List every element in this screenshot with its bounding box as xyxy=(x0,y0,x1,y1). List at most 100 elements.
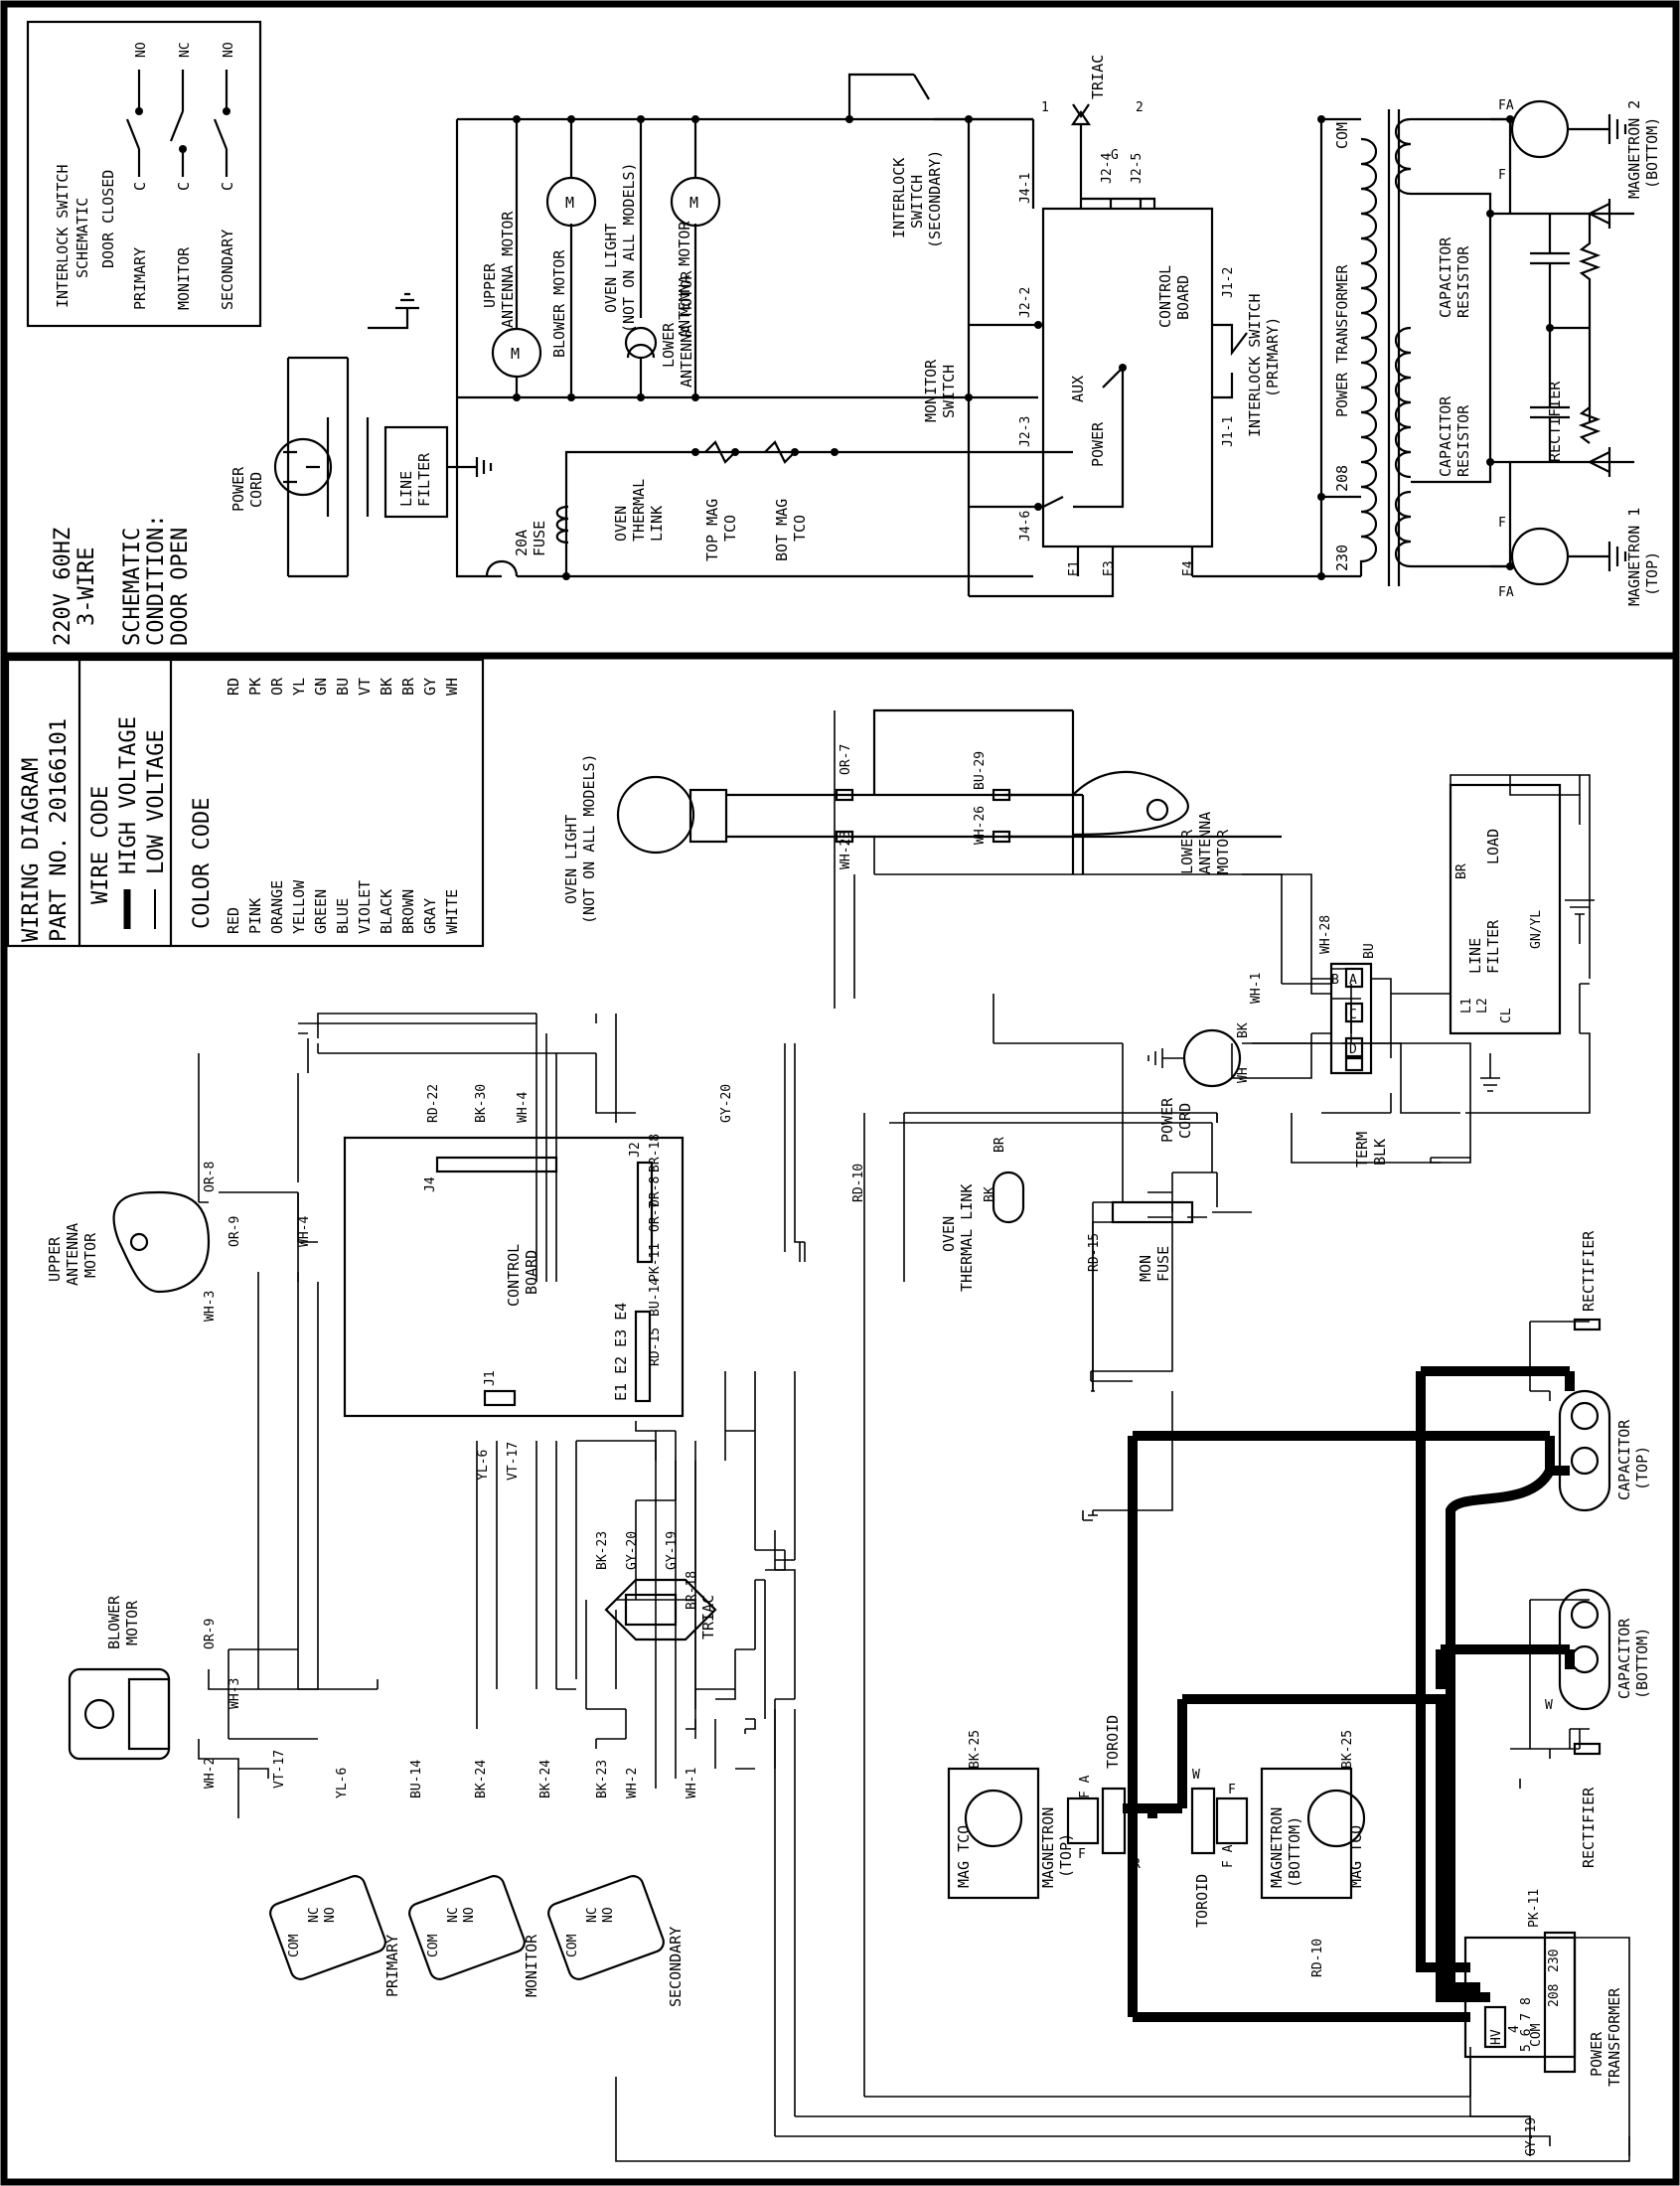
wire-tag: BR-18 xyxy=(685,1571,699,1610)
sch-power-cord-2: CORD xyxy=(247,472,265,508)
color-code: BK xyxy=(378,678,395,696)
w-fa-bot: F A xyxy=(1221,1844,1236,1868)
w-pt-230: 230 xyxy=(1547,1950,1562,1972)
w-no-1: NO xyxy=(323,1907,338,1923)
sch-com: COM xyxy=(1333,122,1351,149)
interlock-nc: NC xyxy=(178,42,193,58)
wire-tag: PK-11 xyxy=(1527,1889,1542,1928)
w-thermal-1: OVEN xyxy=(940,1216,958,1252)
wire-tag: BU-14 xyxy=(648,1278,663,1317)
w-primary: PRIMARY xyxy=(383,1935,401,1997)
color-code: YL xyxy=(290,678,308,696)
sch-j12: J1-2 xyxy=(1221,267,1236,298)
wire-tag: BK-25 xyxy=(1340,1730,1355,1769)
info-wire-high: HIGH VOLTAGE xyxy=(116,716,141,874)
w-lower-antenna-1: LOWER xyxy=(1178,829,1196,874)
color-name: WHITE xyxy=(443,889,461,934)
w-triac: TRIAC xyxy=(604,1578,717,1641)
schematic-section: INTERLOCK SWITCH SCHEMATIC DOOR CLOSED P… xyxy=(26,20,1661,646)
w-blower-1: BLOWER xyxy=(105,1595,123,1649)
svg-text:M: M xyxy=(689,194,698,212)
w-tb-d: D xyxy=(1349,1042,1357,1057)
interlock-c-2: C xyxy=(175,182,193,191)
color-code: WH xyxy=(443,678,461,696)
sch-oven-light-1: OVEN LIGHT xyxy=(602,224,620,313)
w-j1: J1 xyxy=(483,1370,498,1386)
w-line-filter-load: LOAD xyxy=(1484,829,1502,864)
w-toroid-bot: TOROID xyxy=(1193,1874,1211,1928)
wire-tag: RD-15 xyxy=(648,1327,663,1366)
sch-j11: J1-1 xyxy=(1221,416,1236,447)
w-l2: L2 xyxy=(1475,998,1490,1014)
w-mag-bot-1: MAGNETRON xyxy=(1268,1807,1286,1888)
w-thermal-fuse: OVEN THERMAL LINK MON FUSE xyxy=(940,1171,1194,1292)
sch-thermal-1: OVEN xyxy=(612,506,630,542)
w-mon-fuse-2: FUSE xyxy=(1154,1246,1172,1282)
w-blower-motor: BLOWER MOTOR xyxy=(68,1595,171,1761)
sch-blower: BLOWER MOTOR xyxy=(550,249,568,358)
w-toroid-top: TOROID xyxy=(1104,1715,1122,1769)
sch-magnetron1-1: MAGNETRON 1 xyxy=(1625,508,1643,606)
wire-tag: OR-7 xyxy=(839,744,853,775)
sch-upper-antenna-2: ANTENNA MOTOR xyxy=(499,211,517,328)
sch-cap-res-1b: RESISTOR xyxy=(1454,245,1472,318)
w-com-2: COM xyxy=(426,1934,441,1957)
color-code: RD xyxy=(225,678,242,696)
sch-power-cord-1: POWER xyxy=(229,466,247,512)
wire-tag: YL-6 xyxy=(335,1768,350,1798)
w-secondary: SECONDARY xyxy=(667,1927,685,2007)
wiring-oven-light: OVEN LIGHT (NOT ON ALL MODELS) LOWER ANT… xyxy=(562,708,1282,924)
w-power-transformer: 5 6 7 8 HV 4 COM 208 230 POWER TRANSFORM… xyxy=(1463,1931,1630,2156)
color-code: BU xyxy=(334,678,352,696)
sch-thermal-2: THERMAL xyxy=(630,479,648,542)
w-mag-tco-bot: MAG TCO xyxy=(1347,1825,1365,1888)
wire-tag: YL-6 xyxy=(476,1450,491,1481)
w-f-top: F xyxy=(1078,1847,1086,1862)
sch-thermal-3: LINK xyxy=(648,506,666,542)
wire-tag: BK-24 xyxy=(474,1760,489,1798)
color-name: PINK xyxy=(246,898,264,934)
w-upper-antenna-motor: UPPER ANTENNA MOTOR xyxy=(46,1190,211,1294)
wire-tag: OR-9 xyxy=(203,1619,218,1649)
sch-j22: J2-2 xyxy=(1018,287,1033,318)
w-j4: J4 xyxy=(423,1176,438,1192)
schematic-condition-2: CONDITION: xyxy=(144,515,169,646)
w-hv: HV xyxy=(1489,2029,1504,2045)
wire-tag: BR xyxy=(1454,863,1469,879)
schematic-title: 220V 60HZ 3-WIRE SCHEMATIC CONDITION: DO… xyxy=(51,515,193,646)
info-title-1: WIRING DIAGRAM xyxy=(19,758,44,942)
sch-control-board-1: CONTROL xyxy=(1156,265,1174,328)
wire-tag: OR-9 xyxy=(228,1216,242,1247)
w-magnetrons: MAGNETRON (TOP) MAGNETRON (BOTTOM) MAG T… xyxy=(947,1715,1366,1928)
color-name: GRAY xyxy=(421,898,439,934)
sch-j25: J2-5 xyxy=(1130,153,1145,184)
sch-e1: E1 xyxy=(1067,560,1082,576)
w-mon-fuse-1: MON xyxy=(1137,1255,1154,1282)
wiring-harness xyxy=(198,710,1595,1818)
info-title-2: PART NO. 20166101 xyxy=(47,718,72,942)
color-name: YELLOW xyxy=(290,879,308,934)
w-term-blk-2: BLK xyxy=(1371,1139,1389,1166)
color-name: GREEN xyxy=(312,889,330,934)
w-blower-2: MOTOR xyxy=(123,1600,141,1645)
interlock-row-secondary: SECONDARY xyxy=(219,230,236,310)
interlock-no-1: NO xyxy=(134,42,149,58)
interlock-legend-box: INTERLOCK SWITCH SCHEMATIC DOOR CLOSED P… xyxy=(26,20,262,328)
w-upper-antenna-3: MOTOR xyxy=(81,1232,99,1278)
schematic-title-line2: 3-WIRE xyxy=(75,547,99,626)
color-name: VIOLET xyxy=(356,880,374,934)
wire-tag: BK-24 xyxy=(538,1760,553,1798)
w-capacitors: CAPACITOR (TOP) CAPACITOR (BOTTOM) RECTI… xyxy=(1545,1230,1651,1868)
color-name: RED xyxy=(225,907,242,934)
sch-interlock-sec-1: INTERLOCK xyxy=(890,158,908,238)
w-l1: L1 xyxy=(1459,998,1474,1014)
w-oven-light-1: OVEN LIGHT xyxy=(562,815,580,904)
w-cap-w: W xyxy=(1545,1698,1553,1713)
w-triac-label: TRIAC xyxy=(699,1595,717,1640)
w-no-3: NO xyxy=(601,1907,616,1923)
wire-tag: WH-28 xyxy=(839,831,853,869)
sch-pin-1: 1 xyxy=(1041,100,1049,115)
w-control-board-2: BOARD xyxy=(523,1250,540,1295)
w-oven-light-2: (NOT ON ALL MODELS) xyxy=(580,753,598,924)
